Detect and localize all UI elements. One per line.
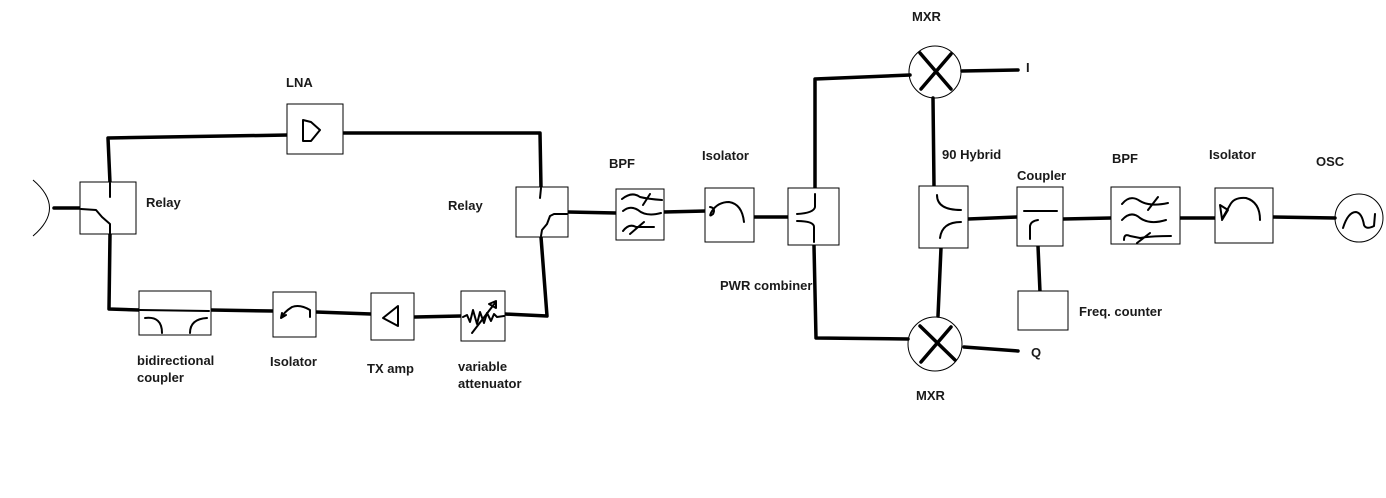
relay-left[interactable]: Relay: [79, 181, 181, 235]
isolator-icon: [709, 201, 745, 223]
antenna-icon: [32, 179, 50, 237]
wire-isolator-txamp: [314, 310, 373, 316]
wire-bpf-isolator: [662, 209, 708, 214]
wire-relay-lna: [106, 133, 290, 185]
wire-combiner-mxr-bottom: [812, 244, 910, 341]
bandpass-filter-icon: [621, 193, 663, 235]
bpf-right-box[interactable]: [1110, 186, 1181, 245]
oscillator-label: OSC: [1316, 154, 1345, 169]
lna-label: LNA: [286, 75, 313, 90]
wire-hybrid-coupler: [966, 215, 1020, 221]
isolator-icon: [280, 305, 311, 319]
mixer-top-circle[interactable]: [908, 45, 962, 99]
isolator-tx-box[interactable]: [272, 291, 317, 338]
bidirectional-coupler-box[interactable]: [138, 290, 212, 336]
wires: [52, 68, 1337, 353]
isolator-right[interactable]: Isolator: [1209, 147, 1274, 244]
mixer-bottom-label: MXR: [916, 388, 946, 403]
relay-right-label: Relay: [448, 198, 483, 213]
mixer-bottom-circle[interactable]: [907, 316, 963, 372]
hybrid-90[interactable]: 90 Hybrid: [918, 147, 1001, 249]
wire-mxr-top-hybrid: [931, 96, 936, 188]
wire-bidir-isolator: [209, 308, 275, 313]
wire-relay-bidir: [107, 232, 141, 312]
switch-icon: [539, 187, 568, 237]
bpf-right[interactable]: BPF: [1110, 151, 1181, 245]
mixer-icon: [918, 51, 953, 91]
coupler[interactable]: Coupler: [1016, 168, 1066, 247]
bidirectional-coupler-label-1: bidirectional: [137, 353, 214, 368]
amplifier-icon: [382, 305, 399, 327]
output-q-label: Q: [1031, 345, 1041, 360]
mixer-top-label: MXR: [912, 9, 942, 24]
hybrid-90-label: 90 Hybrid: [942, 147, 1001, 162]
wire-relay-bpf: [566, 210, 618, 215]
frequency-counter[interactable]: Freq. counter: [1017, 290, 1162, 331]
wire-hybrid-mxr-bottom: [936, 246, 943, 318]
wire-coupler-bpf: [1061, 216, 1113, 221]
bidirectional-coupler-icon: [139, 309, 210, 334]
isolator-mid-label: Isolator: [702, 148, 749, 163]
directional-coupler-icon: [1023, 210, 1058, 240]
relay-left-label: Relay: [146, 195, 181, 210]
output-i-label: I: [1026, 60, 1030, 75]
power-combiner[interactable]: PWR combiner: [720, 187, 840, 293]
variable-attenuator-label-2: attenuator: [458, 376, 522, 391]
relay-left-box[interactable]: [79, 181, 137, 235]
variable-attenuator-icon: [462, 300, 505, 334]
frequency-counter-box[interactable]: [1017, 290, 1069, 331]
isolator-tx-label: Isolator: [270, 354, 317, 369]
lna[interactable]: LNA: [286, 75, 344, 155]
switch-icon: [80, 182, 111, 235]
oscillator-circle[interactable]: [1334, 193, 1384, 243]
wire-txamp-atten: [413, 314, 463, 319]
oscillator-icon: [1342, 211, 1376, 229]
bidirectional-coupler[interactable]: bidirectional coupler: [137, 290, 214, 385]
lna-box[interactable]: [286, 103, 344, 155]
frequency-counter-label: Freq. counter: [1079, 304, 1162, 319]
wire-isolator-osc: [1271, 215, 1337, 220]
relay-right[interactable]: Relay: [448, 186, 569, 238]
variable-attenuator[interactable]: variable attenuator: [458, 290, 522, 391]
power-combiner-label: PWR combiner: [720, 278, 812, 293]
tx-amp-box[interactable]: [370, 292, 415, 341]
wire-atten-relay: [503, 235, 549, 318]
oscillator[interactable]: OSC: [1316, 154, 1384, 243]
coupler-box[interactable]: [1016, 186, 1064, 247]
bpf-left[interactable]: BPF: [609, 156, 665, 241]
tx-amp-label: TX amp: [367, 361, 414, 376]
wire-combiner-mxr-top: [813, 73, 912, 190]
bandpass-filter-icon: [1121, 196, 1172, 244]
antenna: [32, 179, 50, 237]
mixer-bottom[interactable]: MXR Q: [907, 316, 1041, 403]
wire-mxr-top-i: [960, 68, 1020, 73]
tx-amp[interactable]: TX amp: [367, 292, 415, 376]
wire-coupler-freqcounter: [1036, 244, 1042, 294]
power-combiner-icon: [796, 193, 816, 243]
bpf-left-label: BPF: [609, 156, 635, 171]
wire-mxr-bottom-q: [962, 345, 1020, 353]
bpf-right-label: BPF: [1112, 151, 1138, 166]
hybrid-90-box[interactable]: [918, 185, 969, 249]
mixer-icon: [918, 324, 957, 364]
hybrid-coupler-icon: [936, 194, 962, 239]
isolator-mid[interactable]: Isolator: [702, 148, 755, 243]
mixer-top[interactable]: MXR I: [908, 9, 1030, 99]
wire-lna-relay-right: [342, 131, 543, 190]
bidirectional-coupler-label-2: coupler: [137, 370, 184, 385]
variable-attenuator-label-1: variable: [458, 359, 507, 374]
isolator-icon: [1219, 196, 1261, 221]
coupler-label: Coupler: [1017, 168, 1066, 183]
amplifier-icon: [302, 119, 321, 142]
isolator-right-label: Isolator: [1209, 147, 1256, 162]
isolator-tx[interactable]: Isolator: [270, 291, 317, 369]
